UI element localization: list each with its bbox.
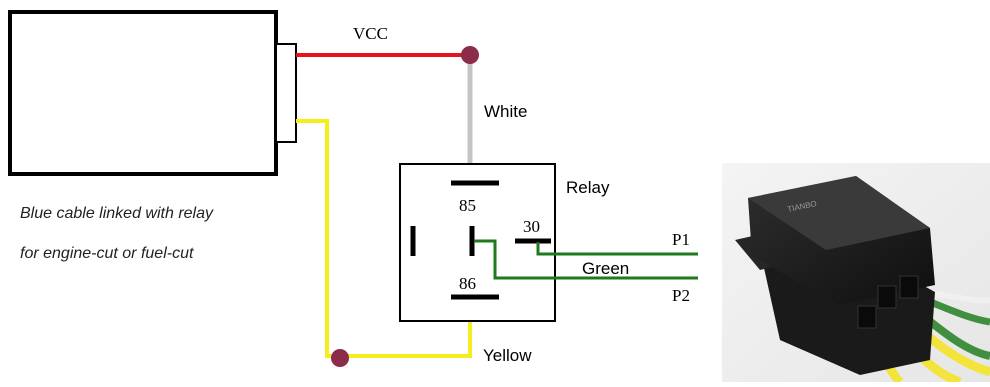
relay-label: Relay (566, 178, 610, 197)
note-line-1: Blue cable linked with relay (20, 205, 213, 222)
note-line-2: for engine-cut or fuel-cut (20, 245, 194, 262)
vcc-junction-dot (461, 46, 479, 64)
vcc-label: VCC (353, 24, 388, 43)
pin30-label: 30 (523, 217, 540, 236)
white-label: White (484, 102, 527, 121)
pin86-label: 86 (459, 274, 476, 293)
yellow-junction-dot (331, 349, 349, 367)
green-wire-p1 (536, 242, 698, 256)
tracker-device-box (8, 10, 278, 176)
green-wire-p2 (474, 239, 698, 280)
green-label: Green (582, 259, 629, 278)
pin85-label: 85 (459, 196, 476, 215)
yellow-wire (296, 119, 472, 358)
p2-label: P2 (672, 286, 690, 305)
p1-label: P1 (672, 230, 690, 249)
relay-photo: TIANBO (722, 163, 990, 387)
yellow-label: Yellow (483, 346, 532, 365)
device-connector (275, 43, 297, 143)
